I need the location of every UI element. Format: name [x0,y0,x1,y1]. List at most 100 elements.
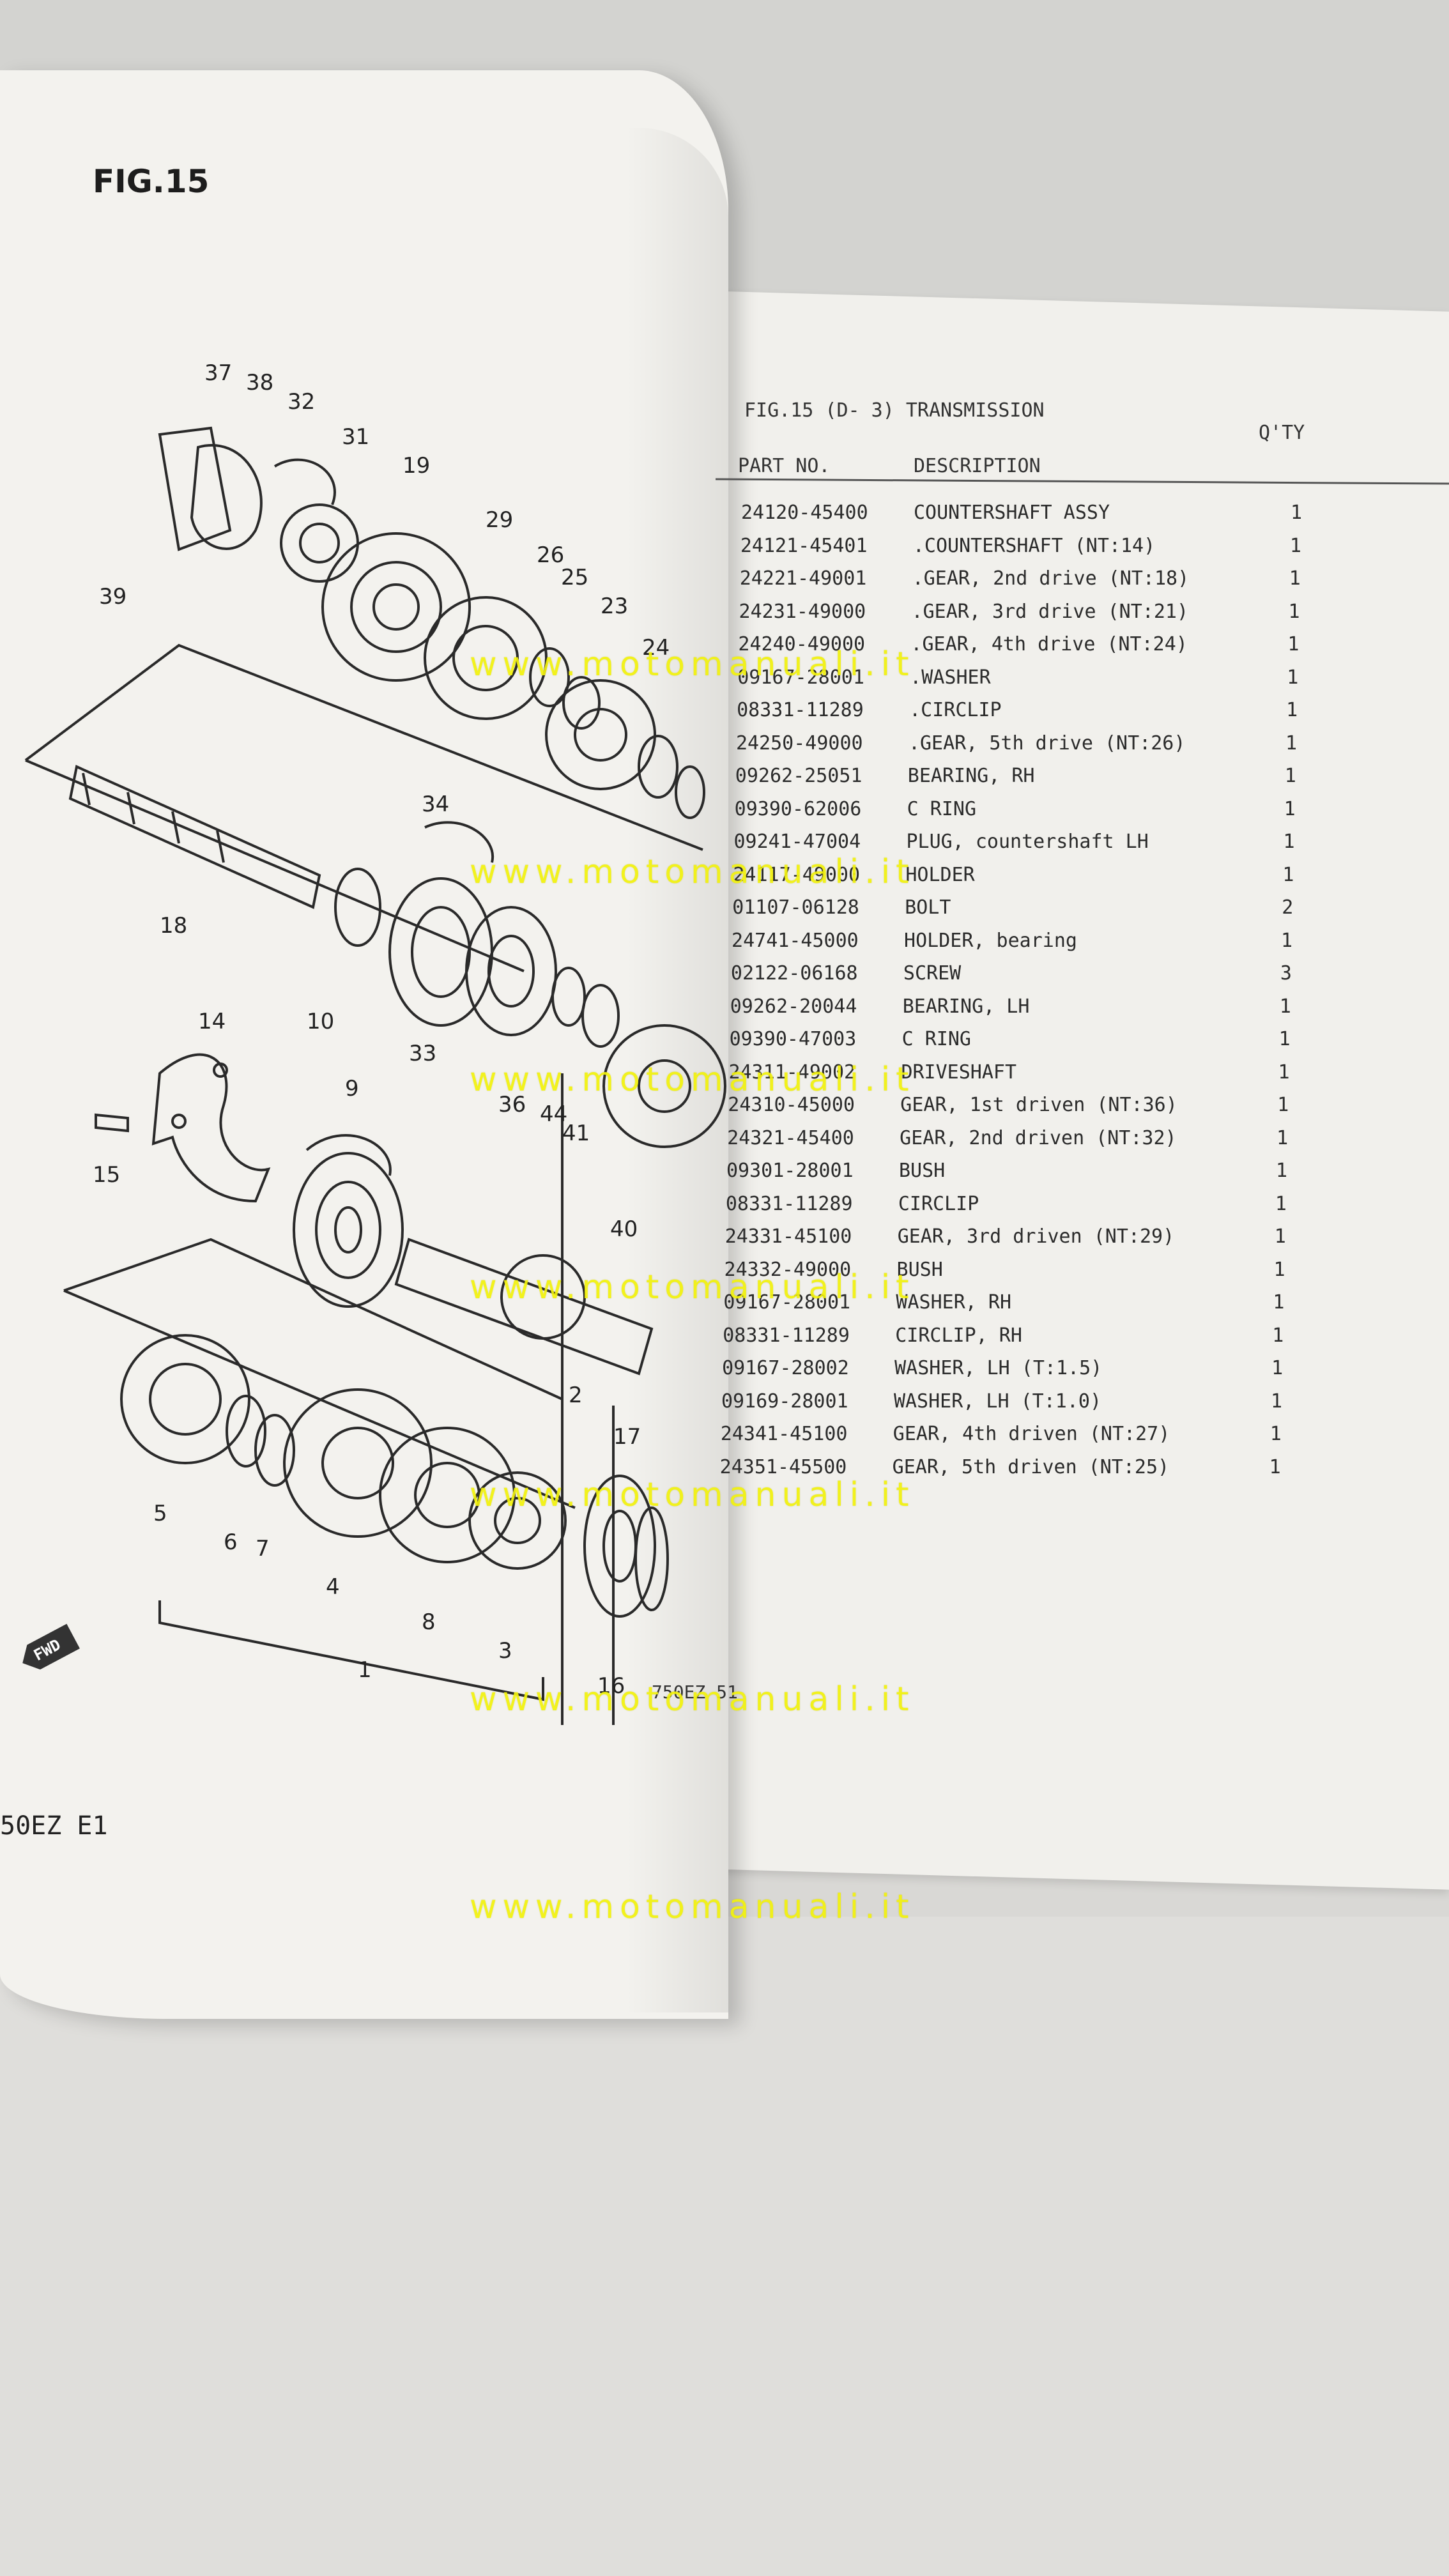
part-quantity: 1 [1272,1324,1284,1347]
part-description: .GEAR, 5th drive (NT:26) [908,732,1186,755]
part-number: 09167-28001 [737,666,864,689]
watermark: www.motomanuali.it [470,853,915,891]
part-quantity: 1 [1276,1160,1288,1182]
diagram-callouts: 37 38 32 31 19 29 26 25 23 24 39 34 18 3… [93,360,670,1699]
part-quantity: 1 [1274,1225,1286,1248]
callout-8: 8 [422,1609,436,1635]
part-description: BEARING, RH [907,765,1035,787]
column-header-qty: Q'TY [1259,422,1305,444]
part-description: .CIRCLIP [909,699,1002,721]
part-quantity: 1 [1278,1061,1290,1084]
callout-15: 15 [93,1162,120,1188]
right-page-footer-code: 750EZ 51 [652,1682,738,1703]
part-quantity: 1 [1277,1094,1289,1116]
part-description: GEAR, 4th driven (NT:27) [893,1423,1170,1445]
callout-32: 32 [288,389,315,415]
callout-37: 37 [204,360,232,386]
part-number: 24310-45000 [728,1094,855,1116]
callout-2: 2 [569,1383,583,1408]
callout-16: 16 [597,1673,625,1699]
watermark: www.motomanuali.it [470,645,915,684]
watermark: www.motomanuali.it [470,1888,915,1926]
exploded-diagram: 37 38 32 31 19 29 26 25 23 24 39 34 18 3… [24,360,726,1725]
part-description: .WASHER [910,666,991,689]
part-description: WASHER, LH (T:1.5) [894,1357,1103,1379]
callout-36: 36 [498,1092,526,1117]
part-quantity: 2 [1282,896,1294,919]
part-quantity: 1 [1273,1258,1285,1281]
part-number: 08331-11289 [725,1192,853,1215]
part-quantity: 1 [1287,666,1299,689]
callout-25: 25 [561,565,588,590]
watermark: www.motomanuali.it [470,1476,915,1514]
part-description: CIRCLIP [898,1192,979,1215]
diagram-drawing [24,426,726,1725]
part-description: .GEAR, 3rd drive (NT:21) [911,600,1189,623]
part-description: .COUNTERSHAFT (NT:14) [912,534,1156,557]
figure-label: FIG.15 [93,163,210,200]
part-number: 09390-62006 [734,797,862,820]
callout-19: 19 [402,453,430,479]
part-quantity: 1 [1289,534,1301,557]
left-page-footer-code: 50EZ E1 [0,1811,108,1841]
callout-31: 31 [342,424,369,450]
part-number: 24331-45100 [724,1225,852,1248]
callout-7: 7 [256,1536,270,1561]
part-description: BUSH [899,1160,946,1182]
part-quantity: 1 [1278,1028,1291,1050]
part-description: C RING [901,1028,971,1050]
watermark: www.motomanuali.it [470,1680,915,1719]
part-quantity: 1 [1269,1455,1281,1478]
part-number: 24121-45401 [740,534,868,557]
part-number: 24250-49000 [735,732,863,755]
part-number: 09167-28002 [722,1357,849,1379]
part-number: 24117-49000 [733,863,861,886]
part-number: 09262-25051 [735,765,862,787]
callout-26: 26 [537,542,564,568]
part-quantity: 1 [1275,1192,1287,1215]
part-description: GEAR, 3rd driven (NT:29) [897,1225,1175,1248]
callout-33: 33 [409,1041,436,1066]
part-description: .GEAR, 4th drive (NT:24) [910,633,1188,656]
part-number: 24311-49002 [728,1061,856,1084]
callout-4: 4 [326,1574,340,1600]
callout-24: 24 [642,635,670,661]
column-header-description: DESCRIPTION [914,455,1041,477]
part-quantity: 1 [1270,1390,1282,1413]
part-quantity: 1 [1281,929,1293,952]
part-number: 24120-45400 [741,502,868,524]
part-quantity: 3 [1280,962,1292,985]
part-number: 24351-45500 [719,1455,847,1478]
part-quantity: 1 [1284,765,1296,787]
part-quantity: 1 [1287,633,1300,656]
callout-41: 41 [562,1121,590,1146]
part-description: PLUG, countershaft LH [906,831,1149,853]
part-number: 09262-20044 [730,995,857,1018]
part-number: 09390-47003 [729,1028,857,1050]
callout-34: 34 [422,792,449,817]
part-number: 09301-28001 [726,1160,854,1182]
part-number: 02122-06168 [730,962,858,985]
part-description: SCREW [903,962,962,985]
part-quantity: 1 [1269,1423,1282,1445]
part-description: BUSH [896,1258,943,1281]
part-number: 24231-49000 [739,600,866,623]
part-description: COUNTERSHAFT ASSY [914,502,1110,524]
part-quantity: 1 [1271,1357,1284,1379]
callout-39: 39 [99,584,126,610]
part-number: 08331-11289 [737,699,864,721]
part-number: 24741-45000 [732,929,859,952]
part-number: 01107-06128 [732,896,859,919]
part-description: WASHER, LH (T:1.0) [893,1390,1102,1413]
callout-40: 40 [610,1216,638,1242]
part-quantity: 1 [1285,732,1297,755]
part-number: 08331-11289 [723,1324,850,1347]
part-description: GEAR, 1st driven (NT:36) [900,1094,1177,1116]
parts-list-title: FIG.15 (D- 3) TRANSMISSION [744,399,1045,422]
part-number: 24341-45100 [720,1423,848,1445]
part-description: DRIVESHAFT [901,1061,1017,1084]
part-number: 24221-49001 [739,567,867,590]
callout-9: 9 [345,1076,359,1101]
part-quantity: 1 [1289,567,1301,590]
part-description: WASHER, RH [896,1291,1012,1314]
